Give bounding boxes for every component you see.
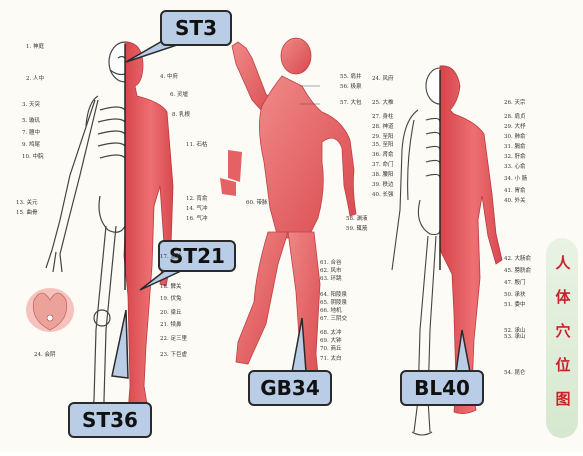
side-point-label: 62. 风市: [320, 268, 342, 274]
front-point-label: 24. 会阴: [34, 352, 56, 358]
side-point-label: 71. 太白: [320, 356, 342, 362]
callout-st36: ST36: [68, 402, 152, 438]
back-point-label: 29. 至阳: [372, 134, 394, 140]
back-point-label: 40. 长强: [372, 192, 394, 198]
side-point-label: 63. 环跳: [320, 276, 342, 282]
callout-bl40: BL40: [400, 370, 484, 406]
back-point-label: 31. 膈俞: [504, 144, 526, 150]
back-point-label: 32. 肝俞: [504, 154, 526, 160]
front-point-label: 16. 气冲: [186, 216, 208, 222]
side-point-label: 58. 渊液: [346, 216, 368, 222]
front-point-label: 2. 人中: [26, 76, 44, 82]
front-point-label: 19. 伏兔: [160, 296, 182, 302]
front-point-label: 22. 足三里: [160, 336, 187, 342]
back-point-label: 28. 神道: [372, 124, 394, 130]
front-point-label: 13. 关元: [16, 200, 38, 206]
side-point-label: 61. 合谷: [320, 260, 342, 266]
side-point-label: 69. 大钟: [320, 338, 342, 344]
front-point-label: 11. 石枯: [186, 142, 208, 148]
side-point-label: 67. 三阴交: [320, 316, 347, 322]
back-point-label: 40. 外关: [504, 198, 526, 204]
back-point-label: 34. 小 肠: [504, 176, 527, 182]
back-point-label: 45. 膀胱俞: [504, 268, 531, 274]
side-point-label: 59. 辄筋: [346, 226, 368, 232]
front-point-label: 8. 乳根: [172, 112, 190, 118]
front-point-label: 4. 中府: [160, 74, 178, 80]
side-point-label: 66. 地机: [320, 308, 342, 314]
front-point-label: 18. 髀关: [160, 284, 182, 290]
side-point-label: 64. 阳陵泉: [320, 292, 347, 298]
front-point-label: 15. 曲骨: [16, 210, 38, 216]
side-point-label: 55. 肩井: [340, 74, 362, 80]
back-point-label: 30. 肺俞: [504, 134, 526, 140]
front-point-label: 9. 鸠尾: [22, 142, 40, 148]
back-point-label: 29. 大杼: [504, 124, 526, 130]
front-point-label: 17. 急脉: [160, 254, 182, 260]
side-point-label: 56. 极泉: [340, 84, 362, 90]
front-point-label: 6. 灵墟: [170, 92, 188, 98]
front-point-label: 23. 下巨虚: [160, 352, 187, 358]
side-point-label: 57. 大包: [340, 100, 362, 106]
back-point-label: 26. 天宗: [504, 100, 526, 106]
callout-gb34: GB34: [248, 370, 332, 406]
back-point-label: 50. 承扶: [504, 292, 526, 298]
back-point-label: 33. 心俞: [504, 164, 526, 170]
back-point-label: 42. 大肠俞: [504, 256, 531, 262]
back-point-label: 35. 至阳: [372, 142, 394, 148]
callout-st3: ST3: [160, 10, 232, 46]
back-point-label: 41. 胃俞: [504, 188, 526, 194]
front-point-label: 5. 璇玑: [22, 118, 40, 124]
front-point-label: 1. 神庭: [26, 44, 44, 50]
back-point-label: 27. 身柱: [372, 114, 394, 120]
back-point-label: 38. 腰阳: [372, 172, 394, 178]
back-point-label: 24. 风府: [372, 76, 394, 82]
back-point-label: 53. 承山: [504, 334, 526, 340]
back-point-label: 28. 肩贞: [504, 114, 526, 120]
back-point-label: 51. 委中: [504, 302, 526, 308]
back-point-label: 54. 昆仑: [504, 370, 526, 376]
back-point-label: 39. 秩边: [372, 182, 394, 188]
back-point-label: 25. 大椎: [372, 100, 394, 106]
front-point-label: 12. 肓俞: [186, 196, 208, 202]
front-point-label: 14. 气冲: [186, 206, 208, 212]
front-point-label: 20. 梁丘: [160, 310, 182, 316]
back-point-label: 36. 肾俞: [372, 152, 394, 158]
front-point-label: 7. 膻中: [22, 130, 40, 136]
back-point-label: 37. 命门: [372, 162, 394, 168]
front-point-label: 10. 中脘: [22, 154, 44, 160]
side-point-label: 68. 太冲: [320, 330, 342, 336]
side-point-label: 65. 阴陵泉: [320, 300, 347, 306]
back-point-label: 47. 殷门: [504, 280, 526, 286]
side-point-label: 70. 商丘: [320, 346, 342, 352]
front-point-label: 21. 犊鼻: [160, 322, 182, 328]
side-point-label: 60. 带脉: [246, 200, 268, 206]
front-point-label: 3. 天突: [22, 102, 40, 108]
